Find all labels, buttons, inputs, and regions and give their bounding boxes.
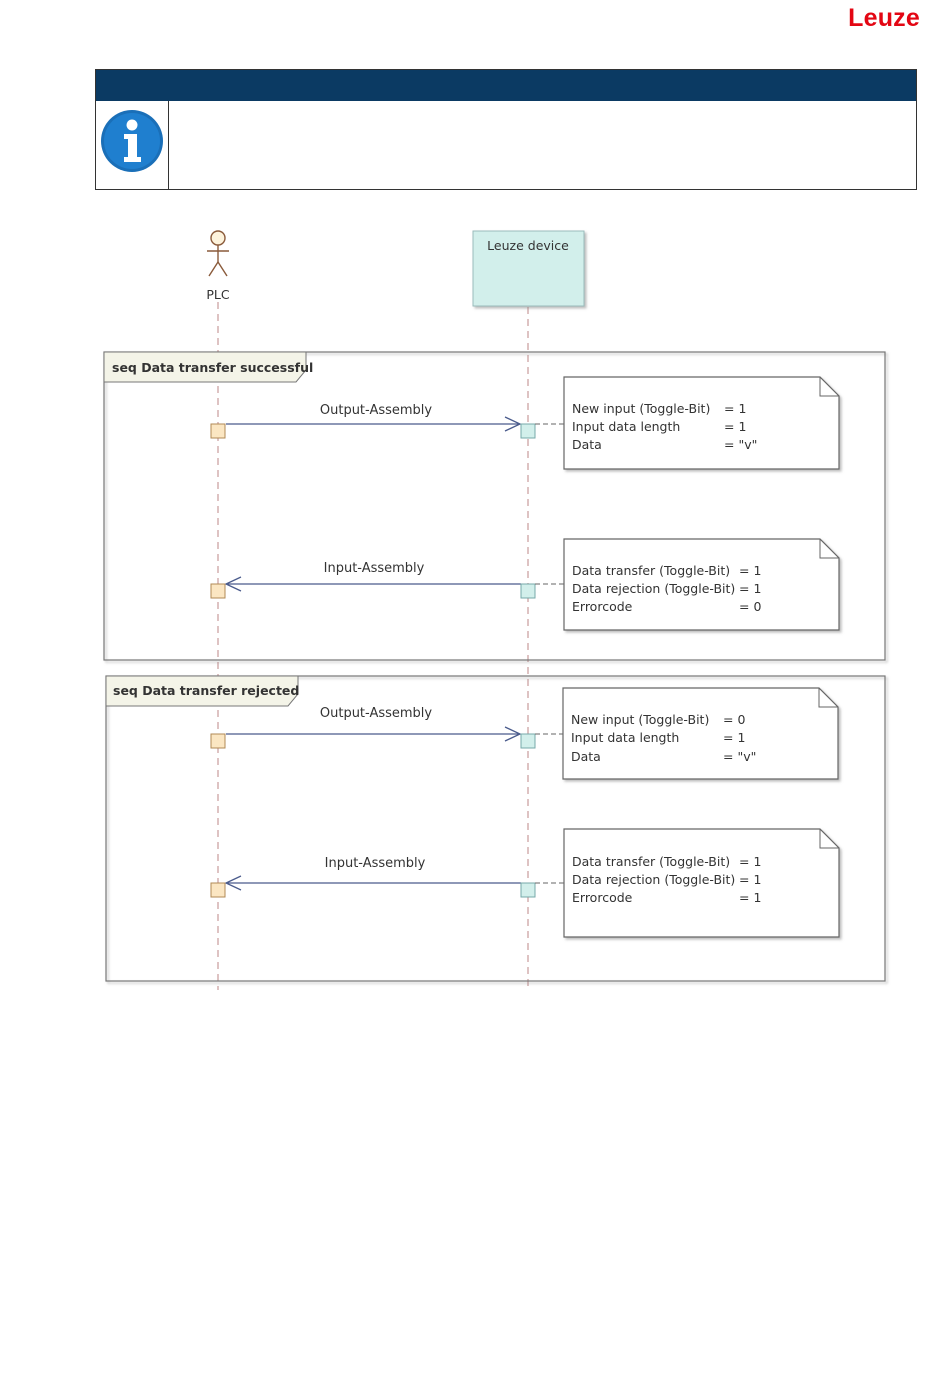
note-corner-fold xyxy=(819,829,839,849)
info-note-header xyxy=(96,70,916,101)
note-value: = 1 xyxy=(739,563,761,578)
note-box xyxy=(563,376,840,470)
note-key: Data transfer (Toggle-Bit) xyxy=(572,854,730,869)
device-activation xyxy=(520,583,536,599)
note-corner-fold xyxy=(819,539,839,559)
fragment-label-successful: seq Data transfer successful xyxy=(112,360,313,375)
note-value: = 0 xyxy=(739,599,761,614)
plc-label: PLC xyxy=(206,287,230,302)
note-value: = 1 xyxy=(724,401,746,416)
note-value: = "v" xyxy=(723,749,756,764)
note-key: Input data length xyxy=(571,730,679,745)
device-activation xyxy=(520,423,536,439)
note-box xyxy=(563,828,840,938)
note-key: New input (Toggle-Bit) xyxy=(571,712,709,727)
device-participant-box xyxy=(472,230,585,307)
note-value: = 1 xyxy=(739,890,761,905)
info-note-divider xyxy=(168,101,169,190)
note-key: Input data length xyxy=(572,419,680,434)
plc-activation xyxy=(210,882,226,898)
fragment-tab-successful xyxy=(103,351,307,383)
plc-activation xyxy=(210,583,226,599)
fragment-frame-rejected xyxy=(105,675,886,982)
message-label: Input-Assembly xyxy=(324,561,425,576)
info-icon xyxy=(101,110,163,172)
message-label: Output-Assembly xyxy=(320,403,433,418)
plc-activation xyxy=(210,733,226,749)
info-note-box xyxy=(95,69,917,190)
note-key: Errorcode xyxy=(572,599,633,614)
message-label: Input-Assembly xyxy=(325,856,426,871)
message-label: Output-Assembly xyxy=(320,706,433,721)
note-key: New input (Toggle-Bit) xyxy=(572,401,710,416)
note-corner-fold xyxy=(818,688,838,708)
arrowhead-left-icon xyxy=(224,576,242,592)
note-key: Data xyxy=(571,749,601,764)
note-value: = "v" xyxy=(724,437,757,452)
note-box xyxy=(562,687,839,780)
note-value: = 1 xyxy=(739,581,761,596)
note-key: Data xyxy=(572,437,602,452)
note-key: Data transfer (Toggle-Bit) xyxy=(572,563,730,578)
arrowhead-right-icon xyxy=(504,726,522,742)
note-value: = 1 xyxy=(739,872,761,887)
fragment-label-rejected: seq Data transfer rejected xyxy=(113,683,299,698)
arrowhead-right-icon xyxy=(504,416,522,432)
note-value: = 1 xyxy=(724,419,746,434)
note-value: = 1 xyxy=(723,730,745,745)
note-box xyxy=(563,538,840,631)
fragment-tab-rejected xyxy=(105,675,299,707)
arrowhead-left-icon xyxy=(224,875,242,891)
device-activation xyxy=(520,733,536,749)
note-key: Data rejection (Toggle-Bit) xyxy=(572,872,735,887)
note-key: Data rejection (Toggle-Bit) xyxy=(572,581,735,596)
note-value: = 0 xyxy=(723,712,745,727)
fragment-frame-successful xyxy=(103,351,886,661)
note-value: = 1 xyxy=(739,854,761,869)
leuze-logo: Leuze xyxy=(848,4,920,32)
device-activation xyxy=(520,882,536,898)
note-corner-fold xyxy=(819,377,839,397)
device-label: Leuze device xyxy=(487,238,569,253)
plc-activation xyxy=(210,423,226,439)
note-key: Errorcode xyxy=(572,890,633,905)
plc-actor-icon xyxy=(207,230,229,277)
